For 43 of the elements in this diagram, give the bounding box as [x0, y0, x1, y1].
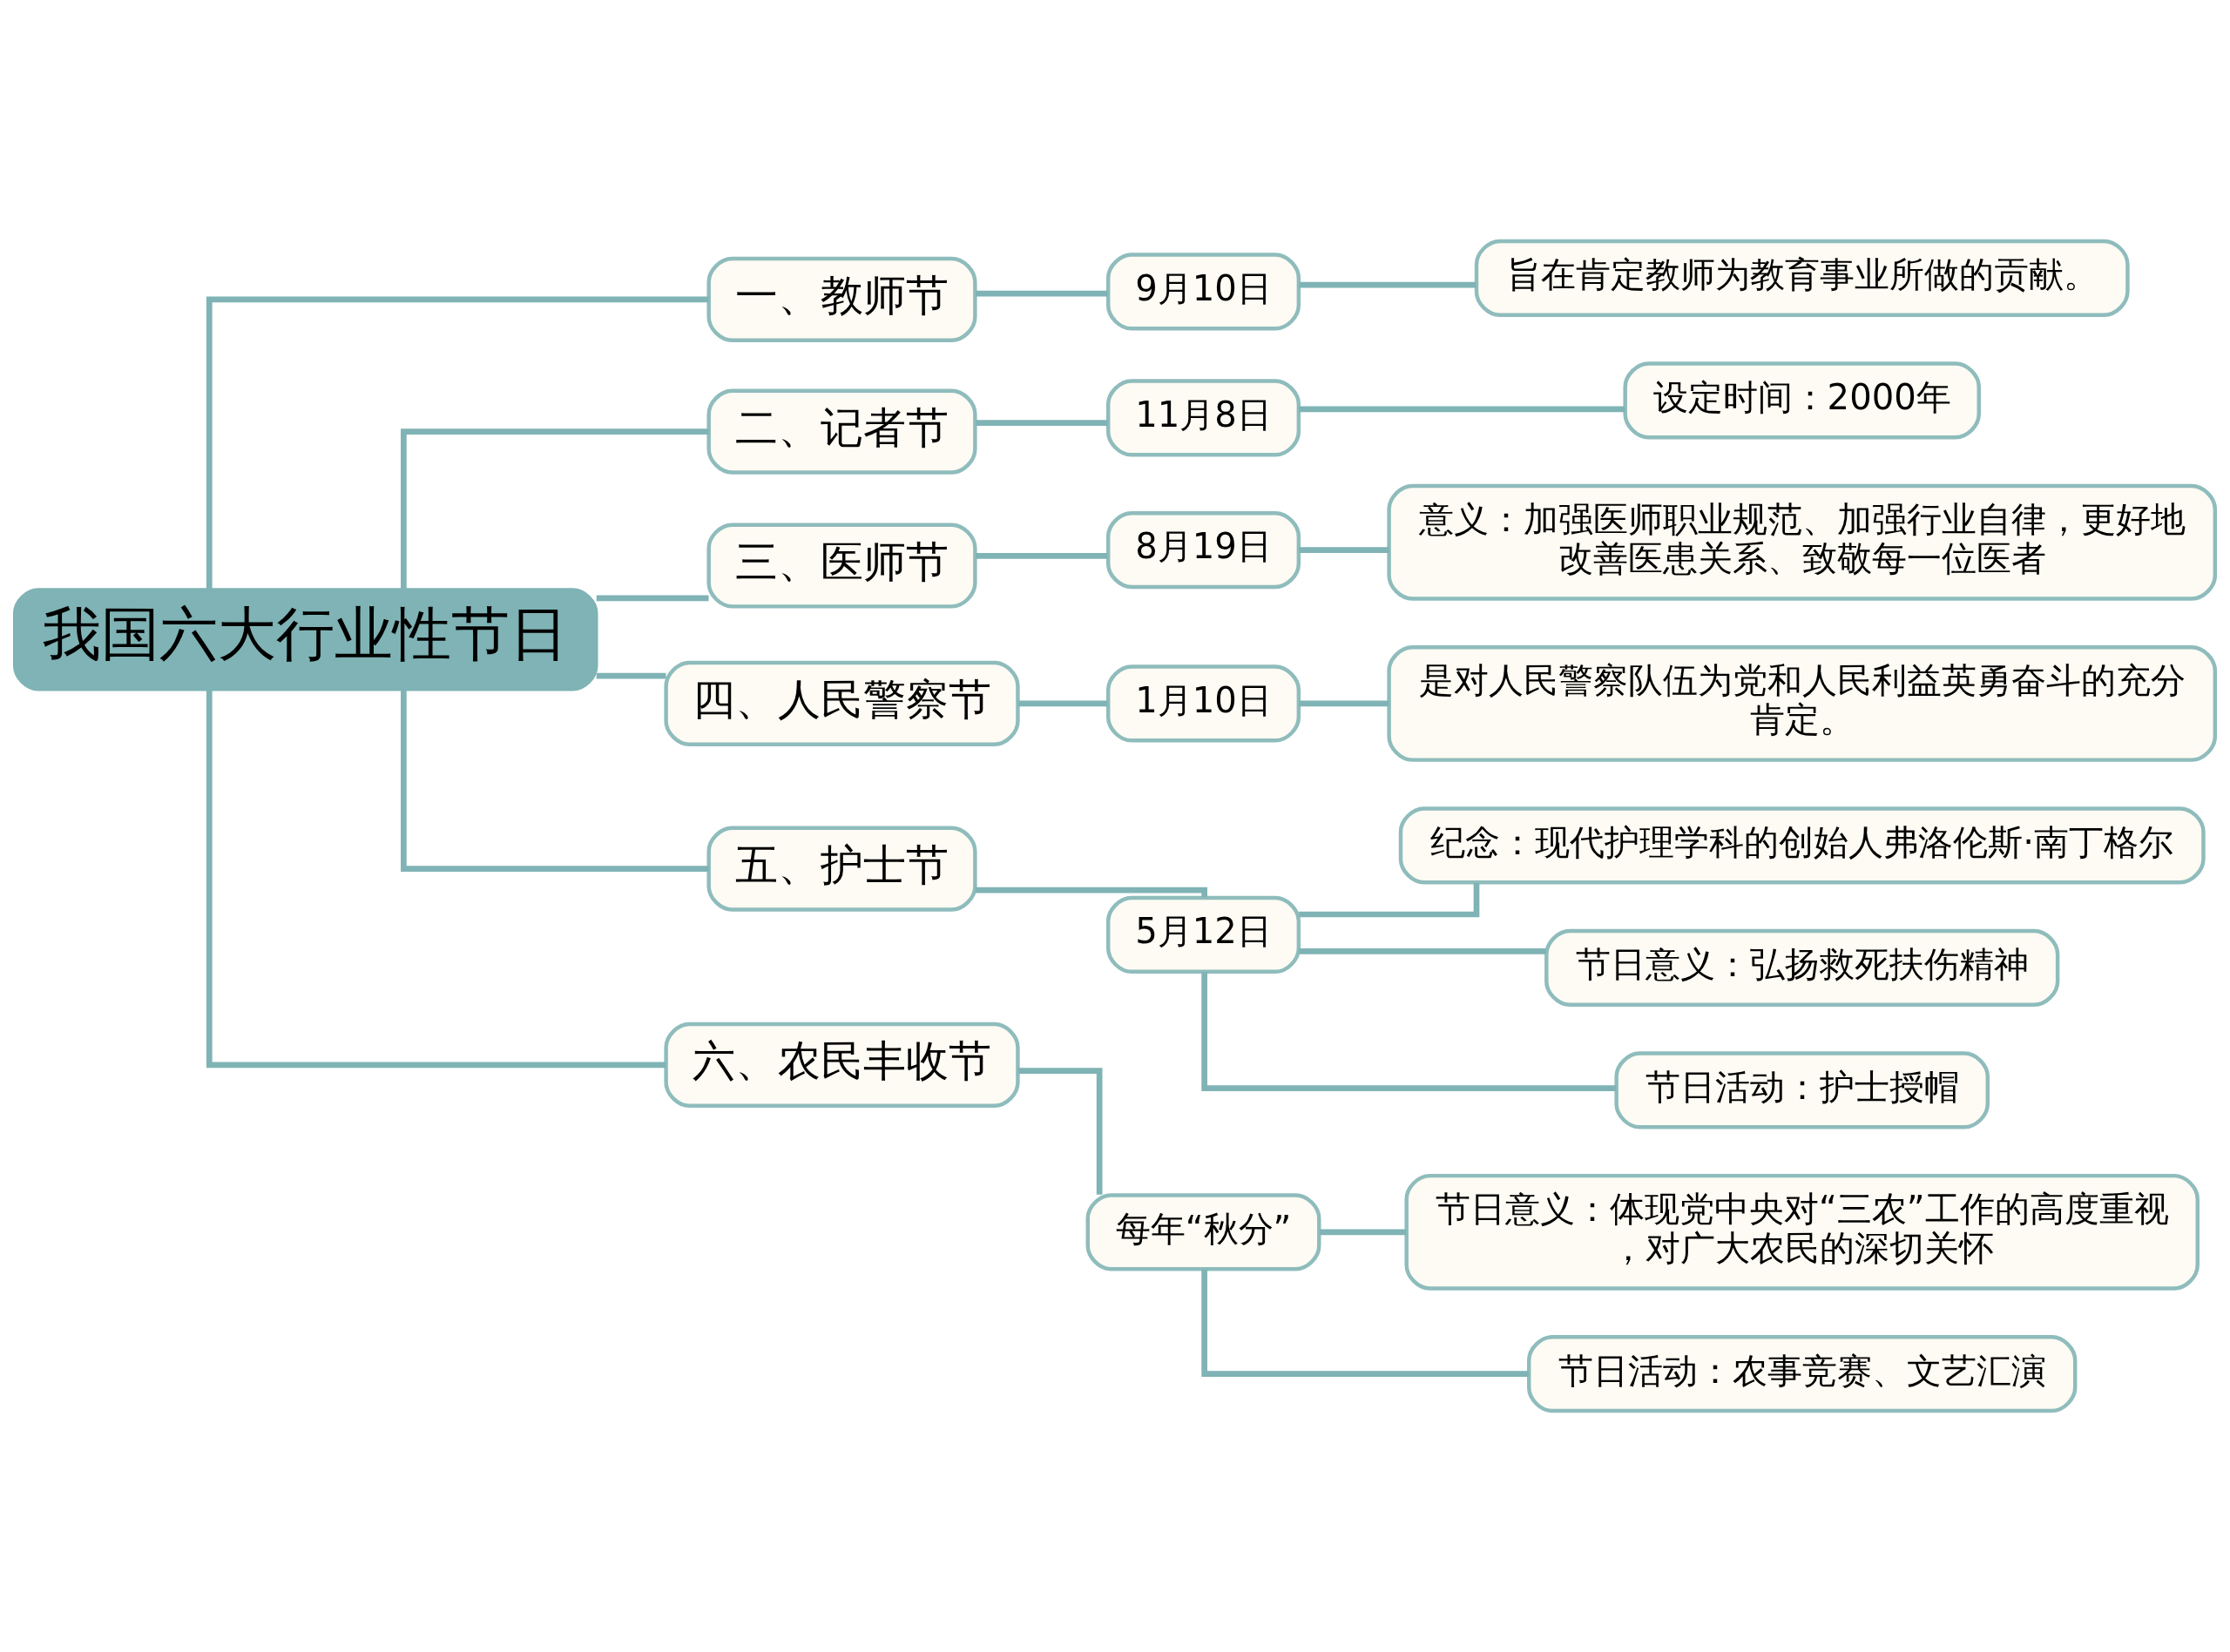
node-box: 5月12日 — [1105, 895, 1301, 974]
node-box: 节日意义：体现党中央对“三农”工作的高度重视，对广大农民的深切关怀 — [1404, 1173, 2200, 1291]
connector — [975, 553, 1108, 559]
connector — [1299, 883, 1480, 918]
connector — [1299, 406, 1625, 413]
node-box: 意义：加强医师职业规范、加强行业自律，更好地改善医患关系、致敬每一位医者 — [1387, 483, 2218, 601]
node-box: 四、人民警察节 — [664, 660, 1020, 746]
connector — [975, 887, 1207, 898]
node-box: 六、农民丰收节 — [664, 1022, 1020, 1108]
connector — [596, 672, 666, 679]
connector — [401, 428, 709, 590]
connector — [1319, 1229, 1407, 1236]
connector — [1201, 1269, 1529, 1378]
connector — [1299, 948, 1546, 954]
connector — [1299, 281, 1477, 288]
node-box: 旨在肯定教师为教育事业所做的贡献。 — [1474, 239, 2130, 317]
connector — [1017, 1068, 1103, 1195]
node-box: 是对人民警察队伍为党和人民利益英勇奋斗的充分肯定。 — [1387, 645, 2218, 762]
connector — [206, 296, 709, 590]
node-box: 设定时间：2000年 — [1623, 361, 1981, 440]
node-box: 节日活动：农事竞赛、文艺汇演 — [1527, 1335, 2078, 1413]
connector — [401, 689, 709, 872]
node-box: 9月10日 — [1105, 253, 1301, 331]
connector — [206, 689, 666, 1069]
node-box: 1月10日 — [1105, 664, 1301, 743]
node-box: 二、记者节 — [706, 388, 977, 475]
node-box: 三、医师节 — [706, 523, 977, 609]
connector — [1201, 972, 1617, 1092]
connector — [596, 595, 709, 602]
connector — [1017, 700, 1108, 707]
node-box: 节日活动：护士授帽 — [1614, 1051, 1990, 1129]
node-box: 我国六大行业性节日 — [12, 588, 598, 691]
node-box: 五、护士节 — [706, 826, 977, 912]
connector — [1299, 700, 1389, 707]
node-box: 每年“秋分” — [1085, 1193, 1321, 1271]
node-box: 11月8日 — [1105, 379, 1301, 457]
connector — [1299, 547, 1389, 554]
node-box: 节日意义：弘扬救死扶伤精神 — [1544, 928, 2060, 1007]
connector — [975, 420, 1108, 426]
node-box: 纪念：现代护理学科的创始人弗洛伦斯·南丁格尔 — [1398, 806, 2206, 885]
node-box: 一、教师节 — [706, 256, 977, 342]
connector — [975, 290, 1108, 297]
node-box: 8月19日 — [1105, 511, 1301, 590]
